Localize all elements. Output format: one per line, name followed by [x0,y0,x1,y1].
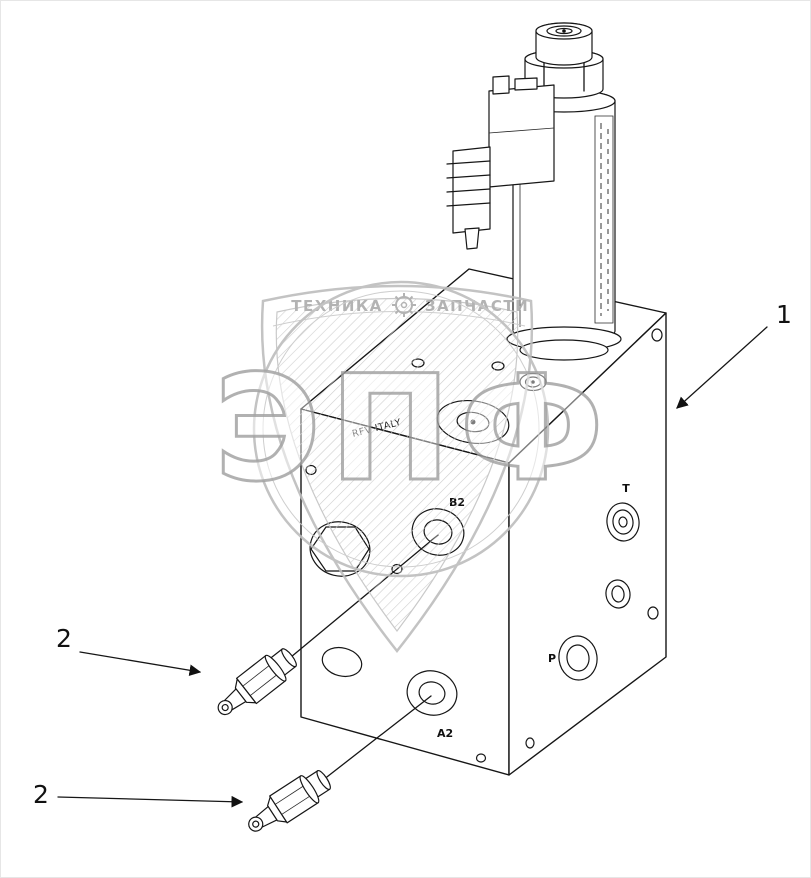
right-face-details: T P [525,328,663,749]
callout-2b-label: 2 [33,780,49,809]
port-p-label: P [548,652,556,665]
watermark-logo-text: ЭПФ [214,344,612,514]
callout-2b-leader [57,795,244,808]
oval-slot [321,646,363,678]
solenoid-connector [446,75,555,250]
solenoid-label-strip [594,115,614,324]
callout-2a-label: 2 [56,624,72,653]
watermark: ТЕХНИКА ЗАПЧАСТИ ЭПФ [212,280,612,654]
port-p: P [548,635,598,681]
fitting-upper [209,642,303,726]
callouts: 1 2 2 [33,300,792,809]
port-a2: A2 [406,670,458,740]
leader-line-a2-fitting [322,695,432,781]
solenoid-valve [446,22,622,361]
watermark-shield-outer [260,284,534,654]
watermark-banner-right: ЗАПЧАСТИ [425,297,529,315]
callout-1-label: 1 [776,300,792,329]
watermark-ring-outer [252,280,550,578]
watermark-banner-left: ТЕХНИКА [291,297,383,315]
callout-2a-leader [79,651,202,677]
port-t: T [606,482,640,542]
fitting-lower [240,764,336,842]
gear-icon [392,293,416,317]
watermark-shield-inner [275,297,519,632]
port-t-label: T [622,482,630,495]
port-middle [605,579,631,609]
watermark-ring-inner [262,290,540,568]
solenoid-top-cap [535,22,593,66]
port-a2-label: A2 [437,727,453,740]
callout-1-leader [676,326,768,409]
